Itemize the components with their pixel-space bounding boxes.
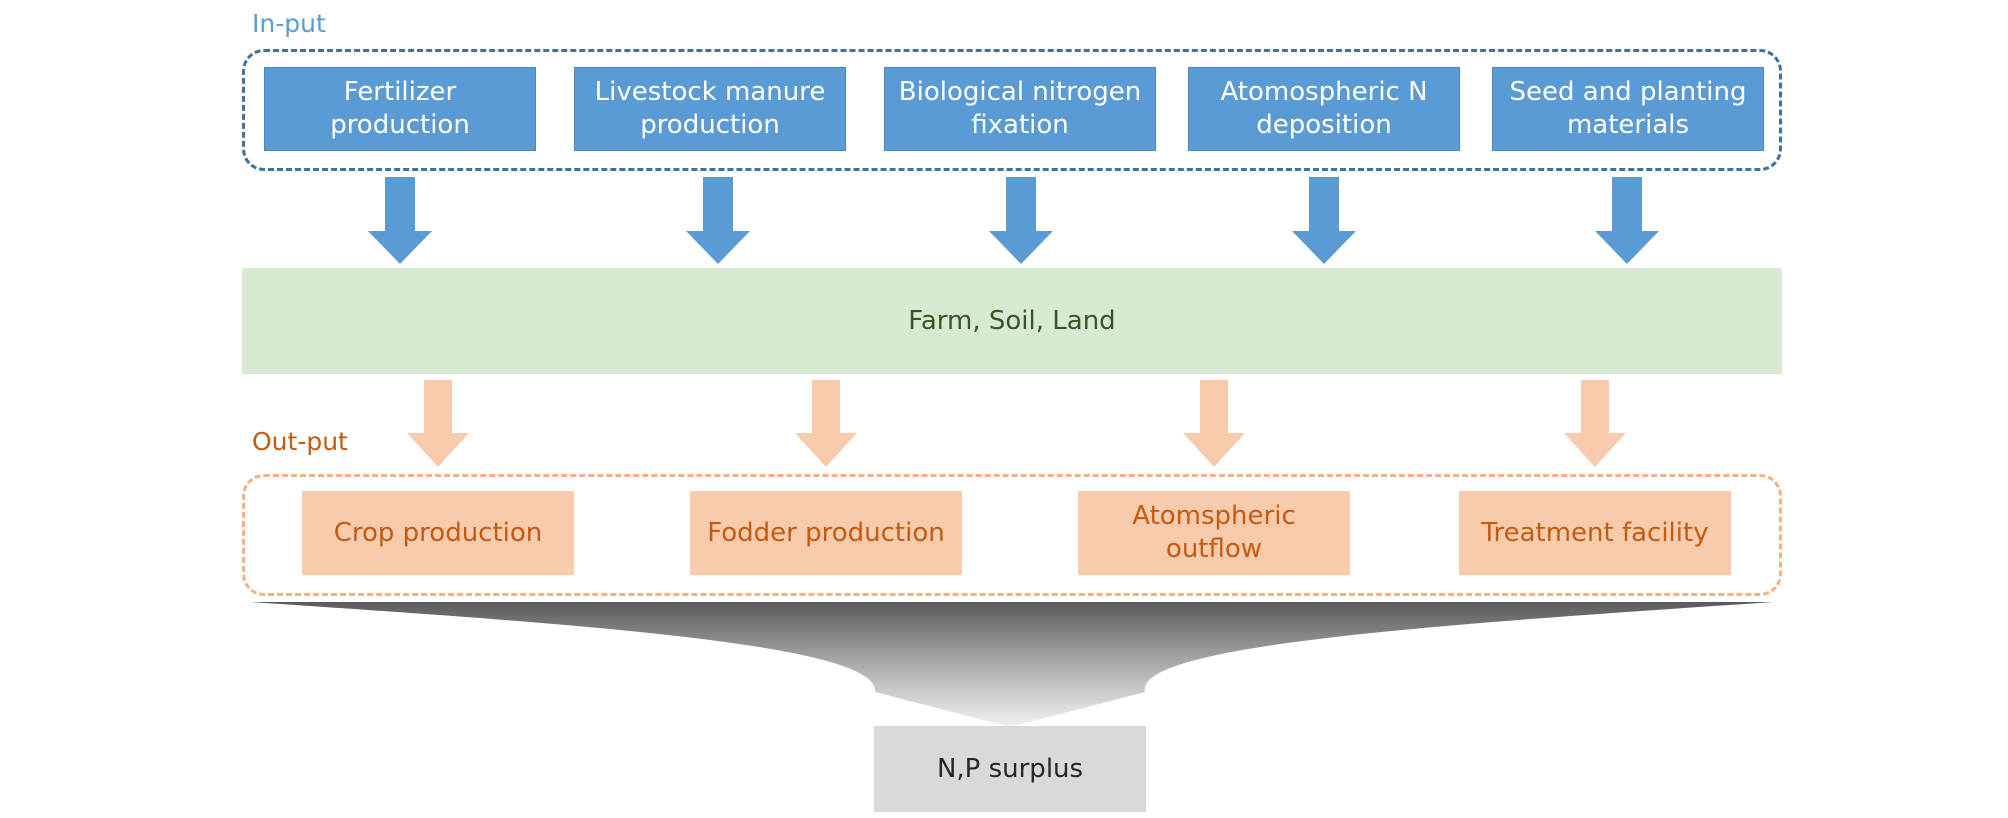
output-node-treatment-facility: Treatment facility	[1459, 491, 1731, 575]
output-node-fodder-production: Fodder production	[690, 491, 962, 575]
input-node-atmospheric-deposition: Atomospheric N deposition	[1188, 67, 1460, 151]
down-arrow-input-3	[989, 177, 1053, 264]
down-arrow-output-1	[407, 380, 469, 467]
farm-soil-land-band: Farm, Soil, Land	[242, 268, 1782, 374]
down-arrow-output-4	[1564, 380, 1626, 467]
output-node-crop-production: Crop production	[302, 491, 574, 575]
input-node-biological-fixation: Biological nitrogen fixation	[884, 67, 1156, 151]
down-arrow-input-5	[1595, 177, 1659, 264]
convergence-funnel	[250, 602, 1774, 727]
down-arrow-input-4	[1292, 177, 1356, 264]
down-arrow-output-3	[1183, 380, 1245, 467]
down-arrow-input-1	[368, 177, 432, 264]
input-node-seed-materials: Seed and planting materials	[1492, 67, 1764, 151]
input-node-livestock-manure: Livestock manure production	[574, 67, 846, 151]
down-arrow-input-2	[686, 177, 750, 264]
input-group-frame	[242, 49, 1782, 171]
np-surplus-box: N,P surplus	[874, 726, 1146, 812]
input-node-fertilizer: Fertilizer production	[264, 67, 536, 151]
down-arrow-output-2	[795, 380, 857, 467]
input-section-label: In-put	[252, 9, 326, 38]
output-node-atmospheric-outflow: Atomspheric outflow	[1078, 491, 1350, 575]
output-section-label: Out-put	[252, 427, 348, 456]
output-group-frame	[242, 474, 1782, 596]
